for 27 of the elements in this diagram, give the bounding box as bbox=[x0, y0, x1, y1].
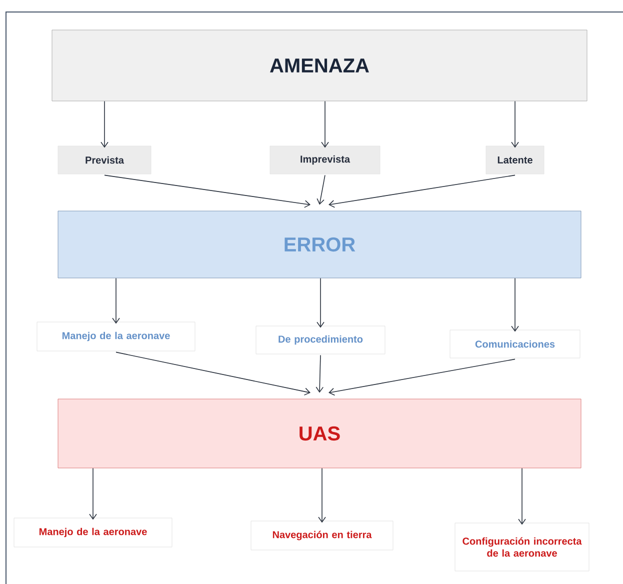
arrow bbox=[511, 100, 519, 148]
category-box: Navegación en tierra bbox=[250, 520, 394, 550]
arrow bbox=[89, 468, 97, 520]
category-box: Imprevista bbox=[270, 146, 380, 174]
arrow bbox=[328, 358, 516, 396]
arrow bbox=[316, 278, 324, 328]
arrow bbox=[318, 468, 326, 523]
arrow bbox=[518, 468, 526, 525]
category-box: Latente bbox=[486, 146, 544, 174]
category-box: Prevista bbox=[58, 146, 152, 174]
category-box: Comunicaciones bbox=[450, 330, 580, 358]
arrow bbox=[100, 100, 108, 148]
threat-box: AMENAZA bbox=[52, 30, 588, 102]
category-box: Configuración incorrecta de la aeronave bbox=[454, 522, 590, 572]
arrow bbox=[321, 100, 329, 148]
category-box: Manejo de la aeronave bbox=[14, 518, 172, 548]
category-box: De procedimiento bbox=[256, 326, 386, 354]
arrow bbox=[316, 174, 326, 205]
error-box: ERROR bbox=[58, 210, 582, 278]
arrow bbox=[316, 354, 324, 393]
category-box: Manejo de la aeronave bbox=[36, 322, 196, 352]
arrow bbox=[116, 352, 310, 396]
arrow bbox=[328, 174, 516, 208]
arrow bbox=[511, 278, 519, 332]
arrow bbox=[104, 174, 310, 208]
arrow bbox=[112, 278, 120, 324]
uas-box: UAS bbox=[58, 398, 582, 468]
